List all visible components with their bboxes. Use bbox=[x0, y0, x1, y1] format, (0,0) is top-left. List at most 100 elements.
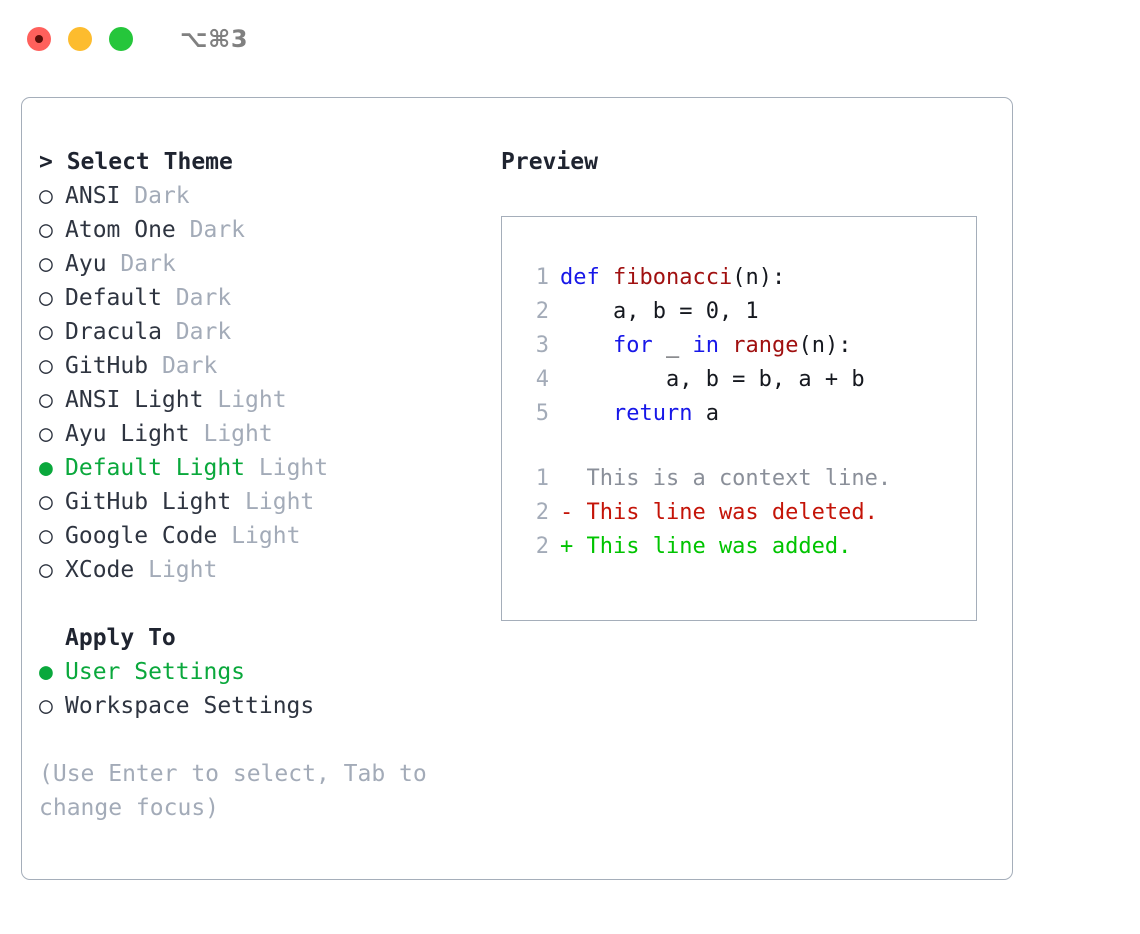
preview-diff-sample: 1 This is a context line. 2 - This line … bbox=[519, 462, 976, 564]
theme-name: Ayu Light bbox=[65, 421, 190, 447]
theme-name: Google Code bbox=[65, 523, 218, 549]
apply-to-list: ● User Settings ○ Workspace Settings bbox=[39, 655, 469, 723]
code-token-plain: a, b = b, a + b bbox=[560, 367, 865, 392]
window-controls bbox=[27, 27, 133, 51]
theme-list-item[interactable]: ○ GitHub Dark bbox=[39, 349, 469, 383]
apply-to-item[interactable]: ○ Workspace Settings bbox=[39, 689, 469, 723]
theme-variant: Light bbox=[231, 523, 301, 549]
theme-space bbox=[203, 383, 217, 417]
radio-icon[interactable]: ○ bbox=[39, 251, 53, 277]
theme-list-item[interactable]: ○ Ayu Dark bbox=[39, 247, 469, 281]
line-number: 5 bbox=[535, 401, 549, 426]
apply-to-label: Workspace Settings bbox=[65, 693, 315, 719]
radio-icon[interactable]: ○ bbox=[39, 285, 53, 311]
theme-list-item[interactable]: ○ Ayu Light Light bbox=[39, 417, 469, 451]
radio-icon[interactable]: ○ bbox=[39, 557, 53, 583]
theme-name: Default bbox=[65, 285, 162, 311]
theme-list-item[interactable]: ○ GitHub Light Light bbox=[39, 485, 469, 519]
radio-icon[interactable]: ○ bbox=[39, 523, 53, 549]
code-token-plain: (n): bbox=[798, 333, 852, 358]
window-titlebar: ⌥⌘3 bbox=[0, 0, 1140, 78]
apply-to-label: User Settings bbox=[65, 659, 246, 685]
close-button-icon[interactable] bbox=[27, 27, 51, 51]
radio-icon-selected[interactable]: ● bbox=[39, 659, 53, 685]
preview-code-sample: 1 def fibonacci (n): 2 a, b = 0, 1 3 bbox=[519, 261, 976, 431]
code-token-plain: a bbox=[692, 401, 719, 426]
theme-list-item[interactable]: ○ ANSI Dark bbox=[39, 179, 469, 213]
theme-list-item[interactable]: ○ Dracula Dark bbox=[39, 315, 469, 349]
theme-name: ANSI Light bbox=[65, 387, 204, 413]
apply-to-header-label: Apply To bbox=[65, 625, 176, 651]
theme-name: Dracula bbox=[65, 319, 162, 345]
theme-space bbox=[245, 451, 259, 485]
radio-icon[interactable]: ○ bbox=[39, 421, 53, 447]
theme-space bbox=[148, 349, 162, 383]
zoom-button-icon[interactable] bbox=[109, 27, 133, 51]
theme-variant: Light bbox=[217, 387, 287, 413]
apply-to-header: ○ Apply To bbox=[39, 621, 469, 655]
theme-name: GitHub bbox=[65, 353, 149, 379]
theme-list-item[interactable]: ○ Default Dark bbox=[39, 281, 469, 315]
theme-space bbox=[107, 247, 121, 281]
theme-list-item-selected[interactable]: ● Default Light Light bbox=[39, 451, 469, 485]
theme-variant: Light bbox=[258, 455, 329, 481]
radio-icon[interactable]: ○ bbox=[39, 353, 53, 379]
radio-icon[interactable]: ○ bbox=[39, 489, 53, 515]
code-token-plain: _ bbox=[652, 333, 693, 358]
theme-space bbox=[162, 281, 176, 315]
code-token-plain bbox=[560, 329, 613, 363]
section-spacer bbox=[39, 587, 469, 621]
theme-name: ANSI bbox=[65, 183, 121, 209]
radio-icon-selected[interactable]: ● bbox=[39, 455, 53, 481]
theme-list-item[interactable]: ○ Atom One Dark bbox=[39, 213, 469, 247]
theme-variant: Dark bbox=[161, 353, 218, 379]
theme-variant: Dark bbox=[120, 251, 176, 277]
code-token-keyword: in bbox=[692, 333, 719, 358]
code-token-function: fibonacci bbox=[612, 265, 733, 290]
code-line: 3 for _ in range (n): bbox=[519, 329, 976, 363]
radio-icon[interactable]: ○ bbox=[39, 319, 53, 345]
line-number: 4 bbox=[535, 367, 549, 392]
theme-space bbox=[231, 485, 245, 519]
apply-to-header-indent: ○ bbox=[39, 621, 65, 655]
theme-list-item[interactable]: ○ ANSI Light Light bbox=[39, 383, 469, 417]
preview-spacer bbox=[519, 431, 976, 462]
theme-name: Default Light bbox=[65, 455, 246, 481]
apply-to-item-selected[interactable]: ● User Settings bbox=[39, 655, 469, 689]
line-number: 2 bbox=[535, 299, 549, 324]
code-line: 5 return a bbox=[519, 397, 976, 431]
minimize-button-icon[interactable] bbox=[68, 27, 92, 51]
theme-variant: Dark bbox=[175, 285, 232, 311]
theme-name: Atom One bbox=[65, 217, 176, 243]
radio-icon[interactable]: ○ bbox=[39, 183, 53, 209]
code-line: 4 a, b = b, a + b bbox=[519, 363, 976, 397]
theme-space bbox=[134, 553, 148, 587]
code-token-plain bbox=[719, 329, 732, 363]
code-token-keyword: def bbox=[560, 265, 613, 290]
theme-variant: Dark bbox=[134, 183, 190, 209]
theme-name: GitHub Light bbox=[65, 489, 232, 515]
theme-list-item[interactable]: ○ XCode Light bbox=[39, 553, 469, 587]
code-line: 1 def fibonacci (n): bbox=[519, 261, 976, 295]
code-token-function: range bbox=[732, 333, 799, 358]
theme-variant: Light bbox=[203, 421, 273, 447]
line-number: 1 bbox=[535, 466, 549, 491]
theme-variant: Light bbox=[148, 557, 218, 583]
diff-text: - This line was deleted. bbox=[560, 500, 878, 525]
close-dot-icon bbox=[35, 35, 43, 43]
preview-header: Preview bbox=[501, 149, 598, 175]
keyboard-hint-text: (Use Enter to select, Tab to change focu… bbox=[39, 761, 441, 821]
theme-list-item[interactable]: ○ Google Code Light bbox=[39, 519, 469, 553]
radio-icon[interactable]: ○ bbox=[39, 693, 53, 719]
main-panel: > Select Theme ○ ANSI Dark ○ Atom One Da… bbox=[21, 97, 1013, 880]
theme-list-header: > Select Theme bbox=[39, 149, 233, 175]
diff-text: This is a context line. bbox=[560, 466, 892, 491]
radio-icon[interactable]: ○ bbox=[39, 217, 53, 243]
line-number: 2 bbox=[535, 534, 549, 559]
code-token-keyword: return bbox=[612, 401, 693, 426]
theme-list: ○ ANSI Dark ○ Atom One Dark ○ Ayu bbox=[39, 179, 469, 587]
diff-text: + This line was added. bbox=[560, 534, 852, 559]
window-shortcut-label: ⌥⌘3 bbox=[180, 25, 249, 53]
radio-icon[interactable]: ○ bbox=[39, 387, 53, 413]
line-number: 2 bbox=[535, 500, 549, 525]
